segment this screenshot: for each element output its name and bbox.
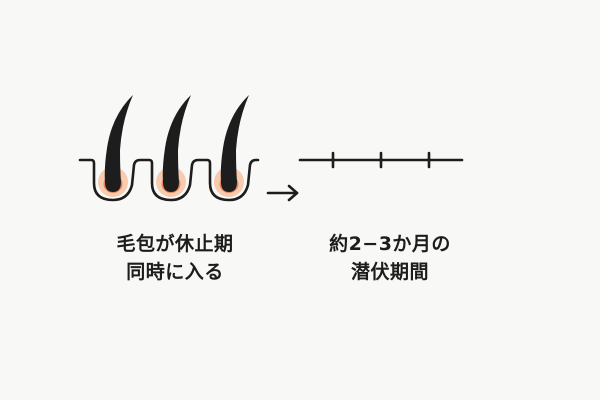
hair-follicle-icon bbox=[98, 95, 133, 197]
hair-shaft bbox=[220, 95, 249, 192]
latency-caption: 約2−3か月の 潜伏期間 bbox=[310, 230, 470, 286]
latency-caption-line1: 約2−3か月の bbox=[329, 233, 451, 255]
latency-caption-line2: 潜伏期間 bbox=[350, 261, 429, 283]
hair-follicle-icon bbox=[214, 95, 249, 197]
telogen-caption: 毛包が休止期 同時に入る bbox=[95, 230, 255, 286]
telogen-caption-line1: 毛包が休止期 bbox=[116, 233, 234, 255]
hair-follicle-icon bbox=[156, 95, 191, 197]
right-arrow-icon bbox=[266, 184, 299, 202]
skin-surface-line bbox=[78, 158, 260, 202]
hair-shaft bbox=[162, 95, 191, 192]
hair-shaft bbox=[104, 95, 133, 192]
telogen-caption-line2: 同時に入る bbox=[126, 261, 224, 283]
timeline-icon bbox=[298, 151, 464, 169]
